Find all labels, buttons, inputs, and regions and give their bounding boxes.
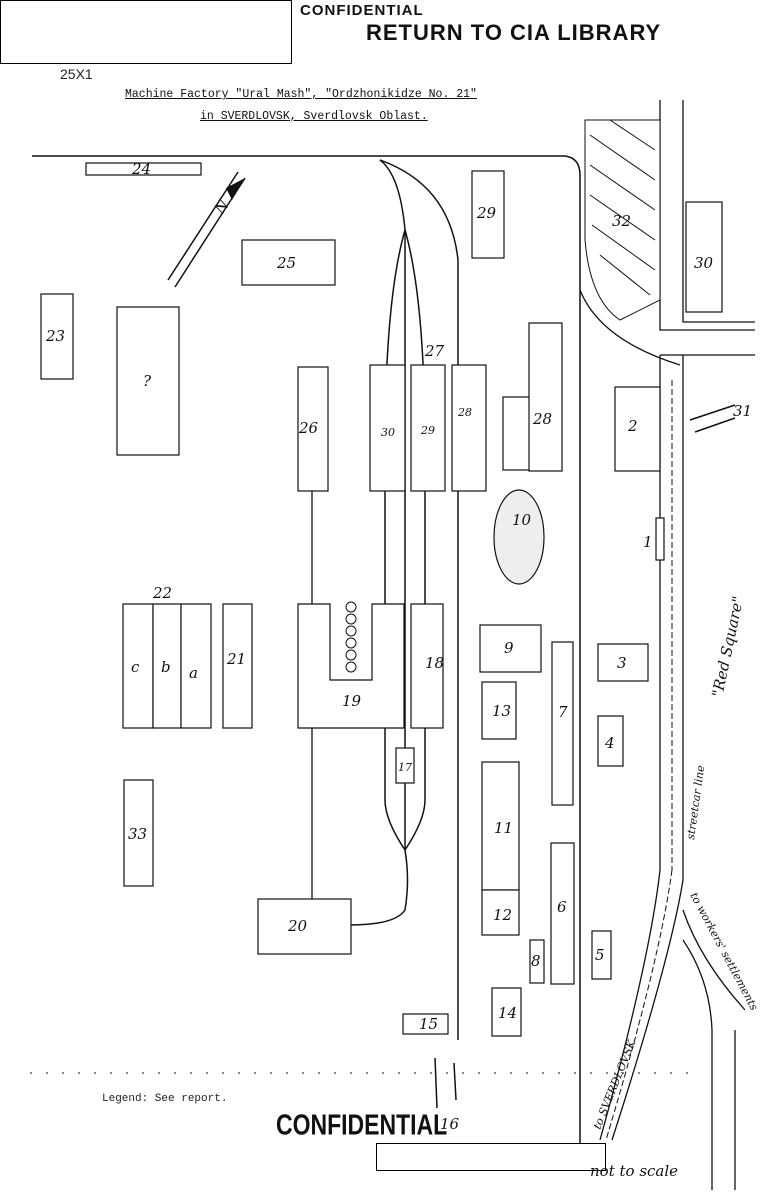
label-17: 17 xyxy=(398,761,412,774)
building-27-29 xyxy=(410,364,446,492)
document-code: 25X1 xyxy=(60,66,93,82)
building-15 xyxy=(402,1013,449,1035)
building-8 xyxy=(529,939,545,984)
label-22b: b xyxy=(161,658,171,676)
redaction-box xyxy=(0,0,292,64)
label-22: 22 xyxy=(152,584,172,602)
label-27: 27 xyxy=(424,342,445,360)
title-line-1: Machine Factory "Ural Mash", "Ordzhoniki… xyxy=(125,88,477,101)
label-29: 29 xyxy=(476,204,497,222)
red-square-label: "Red Square" xyxy=(708,594,747,698)
label-9: 9 xyxy=(504,639,514,657)
building-17 xyxy=(395,747,415,784)
label-15: 15 xyxy=(419,1015,438,1033)
legend-text: Legend: See report. xyxy=(102,1093,228,1105)
building-19 xyxy=(297,603,405,729)
building-33 xyxy=(123,779,154,887)
to-sverdlovsk-label: to SVERDLOVSK xyxy=(591,1037,639,1131)
label-22c: c xyxy=(131,658,140,676)
workers-settlements-label: to workers' settlements xyxy=(687,890,760,1013)
label-27-29: 29 xyxy=(420,424,435,437)
building-unknown xyxy=(116,306,180,456)
building-11 xyxy=(481,761,520,891)
building-25 xyxy=(241,239,336,286)
label-22a: a xyxy=(189,664,198,682)
label-5: 5 xyxy=(595,946,605,964)
label-19: 19 xyxy=(342,692,362,710)
building-9 xyxy=(479,624,542,673)
stamp-return-to-cia-library: RETURN TO CIA LIBRARY xyxy=(366,20,662,45)
label-unknown: ? xyxy=(143,372,152,390)
building-27-28 xyxy=(451,364,487,492)
area-10 xyxy=(493,489,545,585)
building-14 xyxy=(491,987,522,1037)
north-arrow-label: N xyxy=(210,196,233,219)
label-13: 13 xyxy=(492,702,511,720)
building-28-annex xyxy=(502,396,531,471)
streetcar-line-label: streetcar line xyxy=(684,764,707,840)
stamp-confidential-bottom: CONFIDENTIAL xyxy=(276,1108,448,1141)
building-22c xyxy=(122,603,154,729)
label-12: 12 xyxy=(493,906,512,924)
label-30: 30 xyxy=(694,254,714,272)
building-2 xyxy=(614,386,661,472)
building-1 xyxy=(655,517,665,561)
label-10: 10 xyxy=(512,511,532,529)
building-28 xyxy=(528,322,563,472)
label-28: 28 xyxy=(532,410,552,428)
building-30-top xyxy=(685,201,723,313)
label-16: 16 xyxy=(440,1115,460,1133)
building-18 xyxy=(410,603,444,729)
label-6: 6 xyxy=(557,898,567,916)
building-22a xyxy=(180,603,212,729)
label-18: 18 xyxy=(425,654,444,672)
building-24 xyxy=(85,162,202,176)
building-3 xyxy=(597,643,649,682)
label-27-28: 28 xyxy=(457,406,472,419)
stamp-confidential-top: CONFIDENTIAL xyxy=(300,2,424,19)
label-3: 3 xyxy=(617,654,627,672)
building-6 xyxy=(550,842,575,985)
building-27-30 xyxy=(369,364,406,492)
label-31: 31 xyxy=(733,402,752,420)
building-22b xyxy=(152,603,182,729)
label-7: 7 xyxy=(558,703,568,721)
label-21: 21 xyxy=(226,650,246,668)
building-26 xyxy=(297,366,329,492)
label-23: 23 xyxy=(45,327,65,345)
building-4 xyxy=(597,715,624,767)
label-4: 4 xyxy=(604,734,615,752)
building-13 xyxy=(481,681,517,740)
building-12 xyxy=(481,889,520,936)
building-20 xyxy=(257,898,352,955)
label-11: 11 xyxy=(494,819,513,837)
title-line-2: in SVERDLOVSK, Sverdlovsk Oblast. xyxy=(200,110,428,123)
label-1: 1 xyxy=(643,533,653,551)
building-23 xyxy=(40,293,74,380)
label-14: 14 xyxy=(498,1004,517,1022)
label-27-30: 30 xyxy=(381,426,395,439)
label-26: 26 xyxy=(298,419,319,437)
not-to-scale-note: not to scale xyxy=(590,1162,679,1180)
redaction-box-bottom xyxy=(376,1143,606,1171)
label-24: 24 xyxy=(131,160,151,178)
building-21 xyxy=(222,603,253,729)
building-29-top xyxy=(471,170,505,259)
label-25: 25 xyxy=(276,254,296,272)
building-7 xyxy=(551,641,574,806)
label-8: 8 xyxy=(531,952,541,970)
building-5 xyxy=(591,930,612,980)
label-33: 33 xyxy=(128,825,147,843)
label-2: 2 xyxy=(627,417,638,435)
label-32: 32 xyxy=(612,212,631,230)
label-20: 20 xyxy=(287,917,308,935)
